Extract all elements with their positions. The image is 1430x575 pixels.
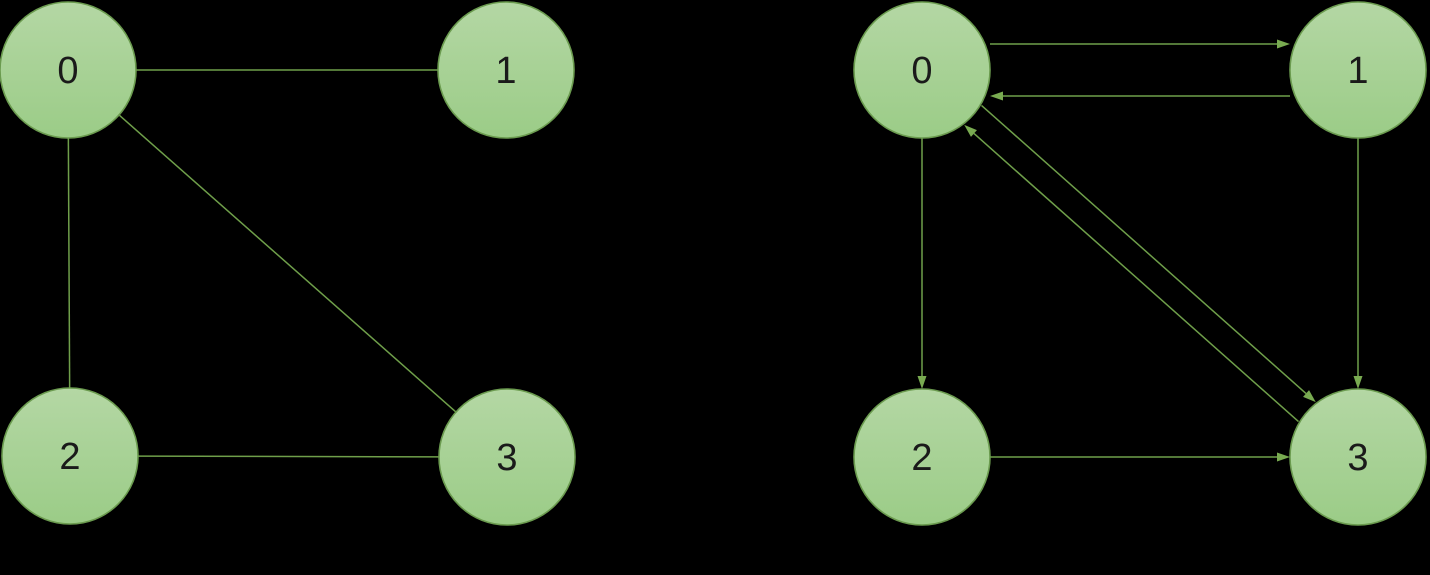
nodes-layer: 0 1 2 3 0 1 2 3: [0, 1, 1427, 526]
graph-node[interactable]: 2: [1, 387, 139, 525]
graph-node[interactable]: 0: [0, 1, 137, 139]
edges-layer: [67, 39, 1363, 462]
graph-edge: [980, 104, 1307, 395]
node-circle[interactable]: [438, 388, 576, 526]
node-circle[interactable]: [437, 1, 575, 139]
node-circle[interactable]: [1289, 1, 1427, 139]
graph-edge: [973, 132, 1300, 423]
arrowhead-icon: [917, 376, 927, 389]
arrowhead-icon: [1353, 376, 1363, 389]
arrowhead-icon: [990, 91, 1003, 101]
graph-node[interactable]: 1: [437, 1, 575, 139]
graph-node[interactable]: 1: [1289, 1, 1427, 139]
node-circle[interactable]: [1, 387, 139, 525]
node-circle[interactable]: [1289, 388, 1427, 526]
graph-node[interactable]: 0: [853, 1, 991, 139]
arrowhead-icon: [1277, 39, 1290, 49]
node-circle[interactable]: [853, 388, 991, 526]
graph-edge: [137, 455, 440, 458]
node-circle[interactable]: [853, 1, 991, 139]
arrowhead-icon: [1277, 452, 1290, 462]
node-circle[interactable]: [0, 1, 137, 139]
graph-node[interactable]: 3: [438, 388, 576, 526]
arrowhead-icon: [964, 124, 977, 137]
graph-edge: [67, 137, 71, 389]
arrowhead-icon: [1303, 390, 1316, 403]
graph-node[interactable]: 3: [1289, 388, 1427, 526]
graph-node[interactable]: 2: [853, 388, 991, 526]
graph-edge: [118, 114, 457, 413]
